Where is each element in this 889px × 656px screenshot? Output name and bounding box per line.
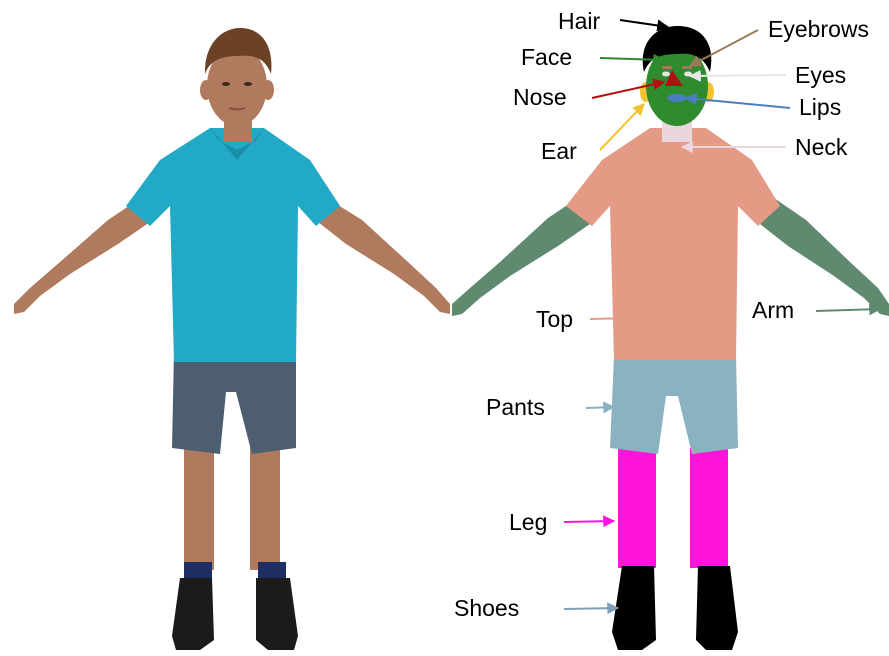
ear-label: Ear (541, 138, 577, 164)
seg-left-eyebrow (662, 66, 672, 69)
pants-label: Pants (486, 394, 545, 420)
textured-left-shoe (172, 578, 214, 650)
seg-top (566, 128, 780, 360)
hair-label: Hair (558, 8, 601, 34)
seg-left-eye (662, 72, 670, 77)
textured-right-eye (244, 82, 252, 86)
textured-left-sock (184, 562, 212, 580)
hair-arrow (620, 20, 668, 27)
textured-right-shoe (256, 578, 298, 650)
top-arrow (590, 318, 632, 319)
seg-lips (667, 94, 687, 102)
seg-left-shoe (612, 566, 656, 650)
textured-right-arm (318, 200, 450, 314)
shoes-arrow (564, 608, 618, 609)
textured-character (14, 28, 450, 650)
seg-right-shoe (696, 566, 738, 650)
textured-left-ear (200, 80, 212, 100)
shoes-label: Shoes (454, 595, 519, 621)
leg-arrow (564, 521, 614, 522)
textured-right-ear (262, 80, 274, 100)
neck-label: Neck (795, 134, 848, 160)
eyebrows-label: Eyebrows (768, 16, 869, 42)
textured-right-leg (250, 440, 280, 570)
arm-label: Arm (752, 297, 794, 323)
arm-arrow (816, 309, 880, 311)
top-label: Top (536, 306, 573, 332)
seg-right-leg (690, 448, 728, 568)
seg-pants (610, 356, 738, 454)
leg-label: Leg (509, 509, 547, 535)
pants-arrow (586, 407, 614, 408)
seg-left-arm (452, 198, 590, 316)
textured-shirt (126, 128, 340, 362)
textured-shorts (172, 352, 296, 454)
textured-left-eye (222, 82, 230, 86)
face-label: Face (521, 44, 572, 70)
nose-label: Nose (513, 84, 567, 110)
seg-left-leg (618, 448, 656, 568)
textured-right-sock (258, 562, 286, 580)
textured-left-leg (184, 440, 214, 570)
lips-label: Lips (799, 94, 841, 120)
textured-left-arm (14, 200, 150, 314)
eyes-arrow (690, 75, 786, 76)
eyes-label: Eyes (795, 62, 846, 88)
